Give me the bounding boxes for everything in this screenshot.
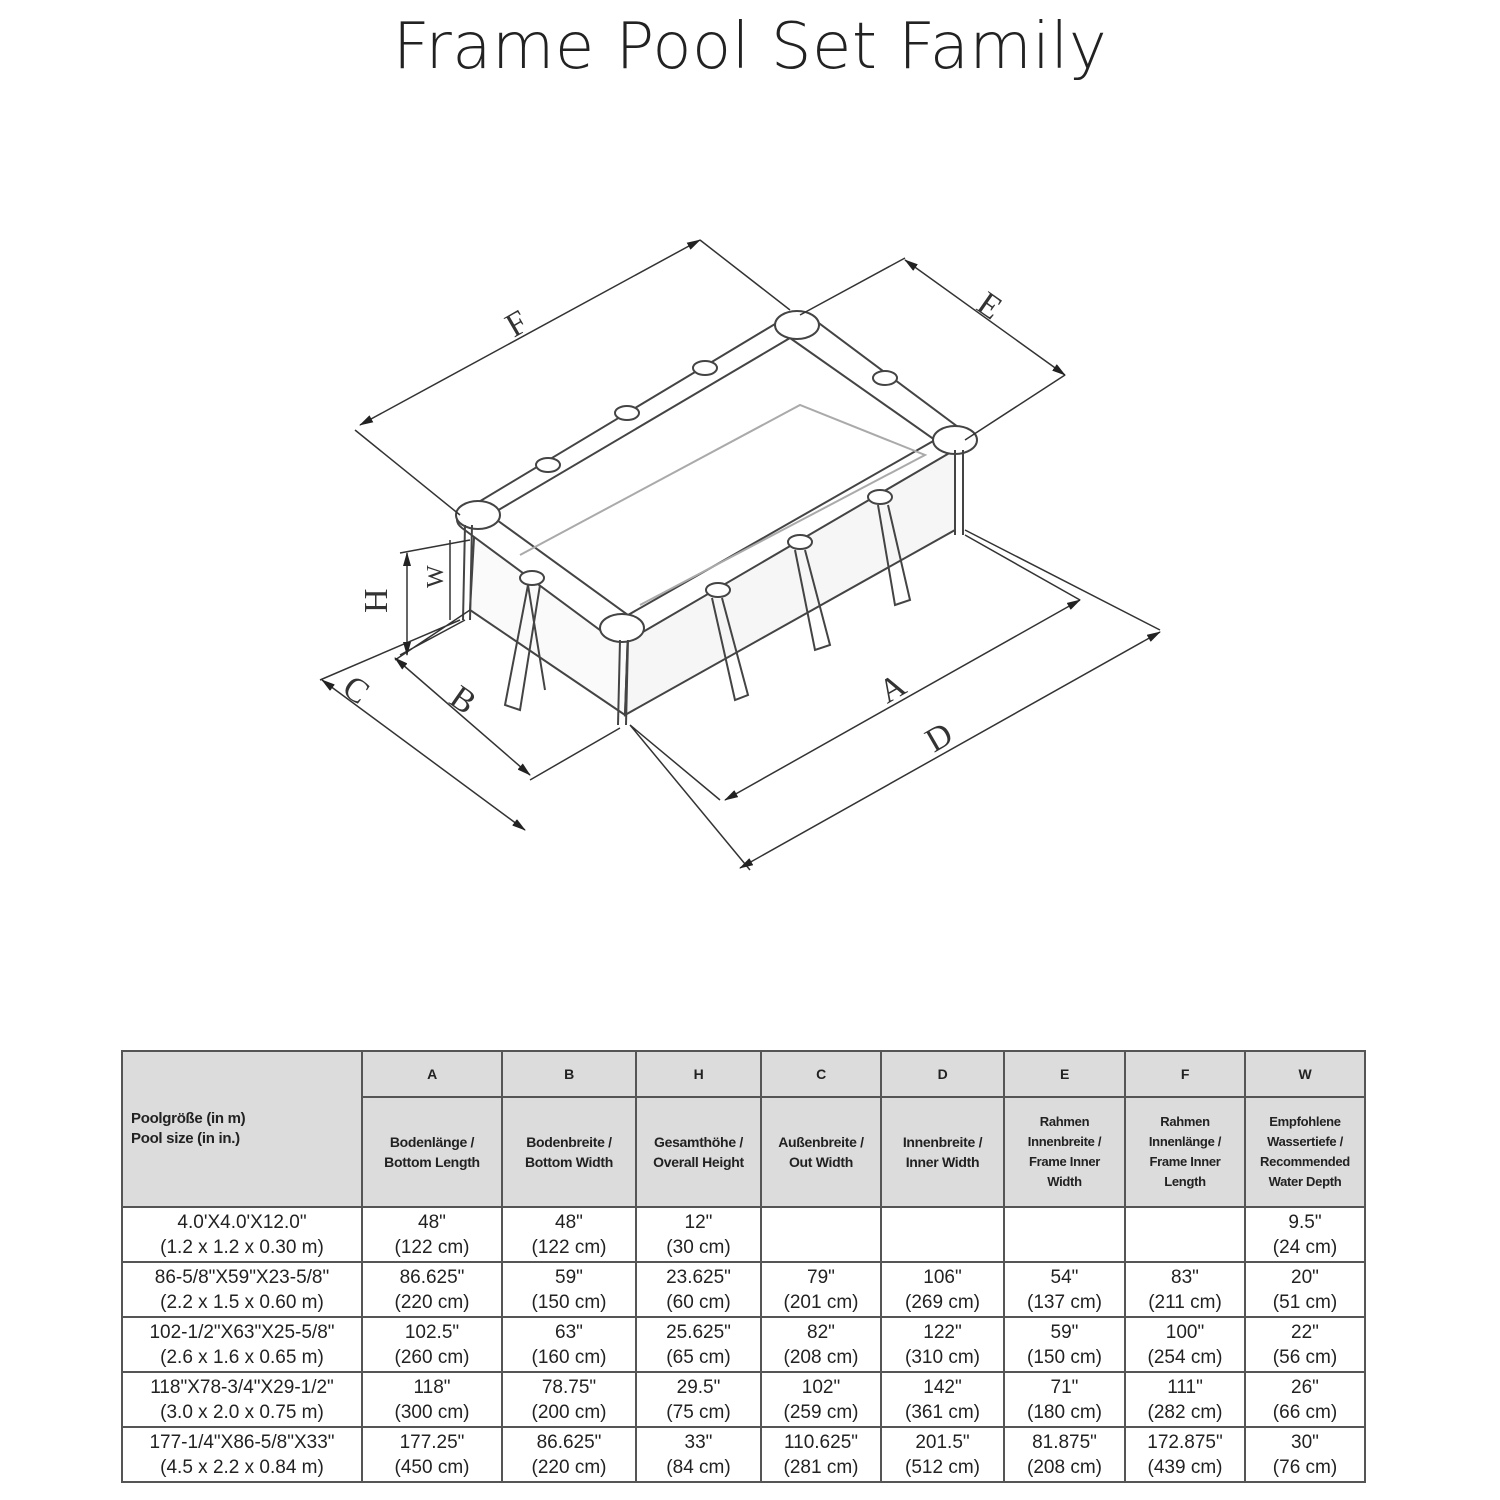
dimension-cell: 79"(201 cm) [760, 1261, 882, 1318]
dimension-cell: 12"(30 cm) [635, 1206, 762, 1263]
dimension-cell: 25.625"(65 cm) [635, 1316, 762, 1373]
dimension-cell: 83"(211 cm) [1124, 1261, 1246, 1318]
col-description: Bodenbreite /Bottom Width [501, 1096, 637, 1208]
pool-size-table: Poolgröße (in m) Pool size (in in.) A B … [121, 1050, 1366, 1483]
dimension-cell: 102"(259 cm) [760, 1371, 882, 1428]
table-row: 177-1/4"X86-5/8"X33"(4.5 x 2.2 x 0.84 m)… [121, 1426, 1366, 1483]
dimension-cell: 23.625"(60 cm) [635, 1261, 762, 1318]
dimension-cell: 177.25"(450 cm) [361, 1426, 503, 1483]
dimension-cell: 172.875"(439 cm) [1124, 1426, 1246, 1483]
page-title: Frame Pool Set Family [392, 10, 1108, 84]
table-row: 4.0'X4.0'X12.0"(1.2 x 1.2 x 0.30 m)48"(1… [121, 1206, 1366, 1263]
dim-label-c: C [336, 669, 376, 712]
col-description: Innenbreite /Inner Width [880, 1096, 1005, 1208]
dimension-cell: 29.5"(75 cm) [635, 1371, 762, 1428]
dimension-cell: 78.75"(200 cm) [501, 1371, 637, 1428]
pool-floor [519, 403, 928, 606]
dimension-cell: 110.625"(281 cm) [760, 1426, 882, 1483]
col-letter: C [760, 1050, 882, 1098]
dimension-cell: 82"(208 cm) [760, 1316, 882, 1373]
col-letter: E [1003, 1050, 1126, 1098]
dimension-lines [319, 239, 1161, 871]
corner-joint [774, 310, 820, 340]
dimension-cell [1124, 1206, 1246, 1263]
pool-size-cell: 4.0'X4.0'X12.0"(1.2 x 1.2 x 0.30 m) [121, 1206, 363, 1263]
header-letter-row: Poolgröße (in m) Pool size (in in.) A B … [121, 1050, 1366, 1208]
dimension-cell: 22"(56 cm) [1244, 1316, 1366, 1373]
dimension-cell: 86.625"(220 cm) [501, 1426, 637, 1483]
dimension-cell: 201.5"(512 cm) [880, 1426, 1005, 1483]
dim-label-a: A [873, 666, 913, 711]
dim-label-e: E [970, 285, 1008, 327]
col-letter: F [1124, 1050, 1246, 1098]
pool-dimension-diagram: F E A D B C H W [319, 239, 1161, 871]
dim-line-d [739, 631, 1161, 869]
dimension-cell: 33"(84 cm) [635, 1426, 762, 1483]
pool-leg [954, 450, 964, 535]
col-letter: W [1244, 1050, 1366, 1098]
pool-size-cell: 86-5/8"X59"X23-5/8"(2.2 x 1.5 x 0.60 m) [121, 1261, 363, 1318]
dimension-cell [880, 1206, 1005, 1263]
pool-leg [462, 524, 473, 621]
pool-size-cell: 102-1/2"X63"X25-5/8"(2.6 x 1.6 x 0.65 m) [121, 1316, 363, 1373]
dim-label-d: D [919, 716, 959, 760]
dimension-cell [760, 1206, 882, 1263]
corner-joint [455, 500, 501, 530]
dimension-cell: 59"(150 cm) [1003, 1316, 1126, 1373]
table-row: 118"X78-3/4"X29-1/2"(3.0 x 2.0 x 0.75 m)… [121, 1371, 1366, 1428]
col-letter: B [501, 1050, 637, 1098]
dim-label-w: W [423, 565, 449, 588]
table-row: 86-5/8"X59"X23-5/8"(2.2 x 1.5 x 0.60 m)8… [121, 1261, 1366, 1318]
dimension-cell: 9.5"(24 cm) [1244, 1206, 1366, 1263]
dim-label-h: H [358, 588, 395, 613]
dimension-cell: 122"(310 cm) [880, 1316, 1005, 1373]
dimension-cell: 20"(51 cm) [1244, 1261, 1366, 1318]
corner-joint [932, 425, 978, 455]
pool-size-cell: 177-1/4"X86-5/8"X33"(4.5 x 2.2 x 0.84 m) [121, 1426, 363, 1483]
dimension-cell: 48"(122 cm) [361, 1206, 503, 1263]
dimension-cell: 86.625"(220 cm) [361, 1261, 503, 1318]
col-letter: A [361, 1050, 503, 1098]
dimension-cell: 106"(269 cm) [880, 1261, 1005, 1318]
dimension-cell: 118"(300 cm) [361, 1371, 503, 1428]
col-letter: D [880, 1050, 1005, 1098]
dim-line-e [904, 259, 1066, 376]
dimension-cell: 102.5"(260 cm) [361, 1316, 503, 1373]
dimension-cell: 54"(137 cm) [1003, 1261, 1126, 1318]
corner-joint [599, 613, 645, 643]
dimension-cell: 111"(282 cm) [1124, 1371, 1246, 1428]
dimension-cell: 26"(66 cm) [1244, 1371, 1366, 1428]
col-letter: H [635, 1050, 762, 1098]
dimension-cell: 142"(361 cm) [880, 1371, 1005, 1428]
dimension-cell: 81.875"(208 cm) [1003, 1426, 1126, 1483]
dimension-cell: 63"(160 cm) [501, 1316, 637, 1373]
dimension-cell: 100"(254 cm) [1124, 1316, 1246, 1373]
dimension-cell: 71"(180 cm) [1003, 1371, 1126, 1428]
col-description: Außenbreite /Out Width [760, 1096, 882, 1208]
col-description: Bodenlänge /Bottom Length [361, 1096, 503, 1208]
dimension-cell: 59"(150 cm) [501, 1261, 637, 1318]
pool-size-cell: 118"X78-3/4"X29-1/2"(3.0 x 2.0 x 0.75 m) [121, 1371, 363, 1428]
dim-line-c [321, 679, 526, 831]
dimension-cell: 30"(76 cm) [1244, 1426, 1366, 1483]
pool-drawing [455, 310, 978, 726]
dim-label-b: B [443, 679, 483, 722]
pool-leg [617, 639, 629, 726]
pool-size-header: Poolgröße (in m) Pool size (in in.) [121, 1050, 363, 1208]
table-row: 102-1/2"X63"X25-5/8"(2.6 x 1.6 x 0.65 m)… [121, 1316, 1366, 1373]
dimension-cell [1003, 1206, 1126, 1263]
col-description: Gesamthöhe /Overall Height [635, 1096, 762, 1208]
dim-line-f [359, 239, 701, 426]
dimension-cell: 48"(122 cm) [501, 1206, 637, 1263]
dim-label-f: F [499, 303, 534, 345]
